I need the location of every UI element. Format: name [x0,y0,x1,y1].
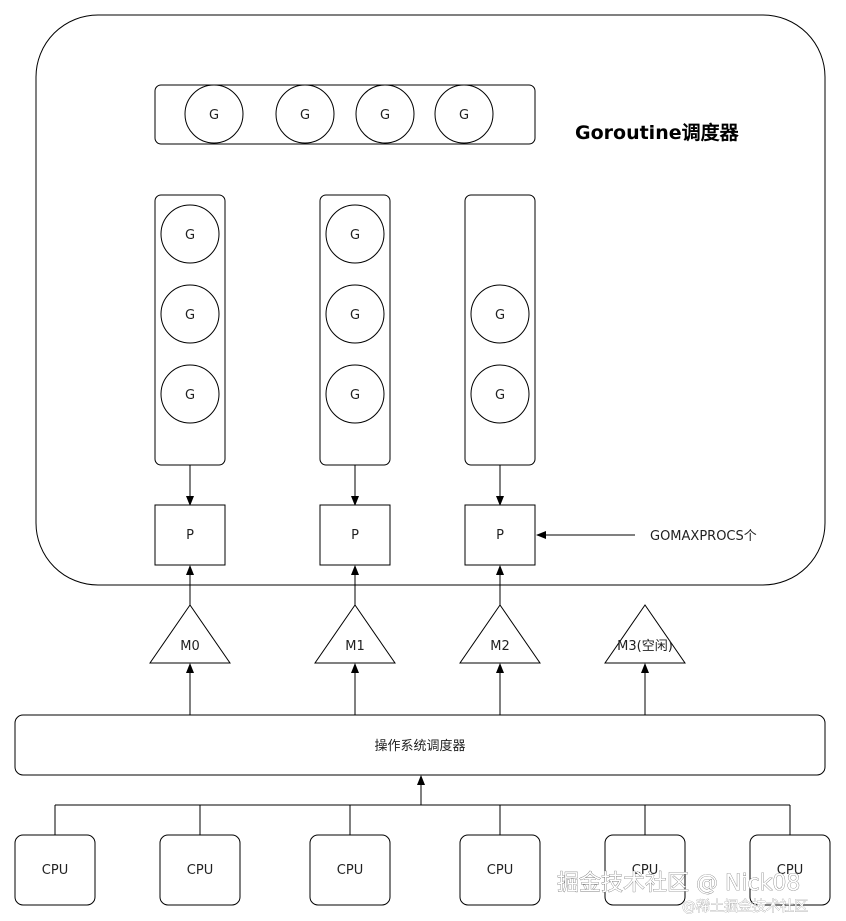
local-queue-1-goroutine-2-label: G [350,388,360,403]
local-queue-0-goroutine-0: G [160,204,220,264]
thread-m2-label: M2 [490,639,510,654]
cpu-5: CPU [749,834,831,906]
processor-p2: P [464,504,536,566]
gomaxprocs-label: GOMAXPROCS个 [650,529,757,544]
thread-m2: M2 [459,604,541,664]
cpu-3: CPU [459,834,541,906]
cpu-bus [54,804,791,835]
local-queue-1-goroutine-1: G [325,284,385,344]
cpu-1: CPU [159,834,241,906]
local-queue-0-goroutine-2: G [160,364,220,424]
cpu-2: CPU [309,834,391,906]
thread-m0: M0 [149,604,231,664]
local-queue-0-goroutine-2-label: G [185,388,195,403]
os-scheduler-label: 操作系统调度器 [374,738,465,754]
global-goroutine-0-label: G [209,108,219,123]
local-queue-1-goroutine-0-label: G [350,228,360,243]
watermark-sub: @稀土掘金技术社区 [682,899,808,915]
scheduler-title: Goroutine调度器 [575,121,740,144]
local-queue-0-goroutine-0-label: G [185,228,195,243]
thread-m3-label: M3(空闲) [617,639,673,654]
thread-m0-label: M0 [180,639,200,654]
processor-p0-label: P [186,528,194,543]
local-queue-1-goroutine-0: G [325,204,385,264]
goroutine-scheduler-container [35,14,826,586]
cpu-3-label: CPU [487,863,513,878]
cpu-4: CPU [604,834,686,906]
cpu-1-label: CPU [187,863,213,878]
local-queue-1-goroutine-1-label: G [350,308,360,323]
local-queue-0-goroutine-1: G [160,284,220,344]
cpu-0: CPU [14,834,96,906]
processor-p1-label: P [351,528,359,543]
global-goroutine-0: G [184,84,244,144]
global-goroutine-3: G [434,84,494,144]
cpu-2-label: CPU [337,863,363,878]
local-queue-2-goroutine-1-label: G [495,388,505,403]
global-goroutine-1-label: G [300,108,310,123]
processor-p2-label: P [496,528,504,543]
thread-m1-label: M1 [345,639,365,654]
cpu-4-label: CPU [632,863,658,878]
thread-m1: M1 [314,604,396,664]
processor-p1: P [319,504,391,566]
watermark-main: 掘金技术社区 @ Nick08 [557,871,800,896]
cpu-5-label: CPU [777,863,803,878]
cpu-0-label: CPU [42,863,68,878]
global-goroutine-2-label: G [380,108,390,123]
processor-p0: P [154,504,226,566]
global-goroutine-1: G [275,84,335,144]
global-goroutine-2: G [355,84,415,144]
local-queue-2-goroutine-1: G [470,364,530,424]
thread-m3-idle: M3(空闲) [604,604,686,664]
global-goroutine-3-label: G [459,108,469,123]
local-queue-0-goroutine-1-label: G [185,308,195,323]
local-queue-2-goroutine-0: G [470,284,530,344]
local-queue-2-goroutine-0-label: G [495,308,505,323]
os-scheduler: 操作系统调度器 [14,714,826,776]
local-queue-1-goroutine-2: G [325,364,385,424]
